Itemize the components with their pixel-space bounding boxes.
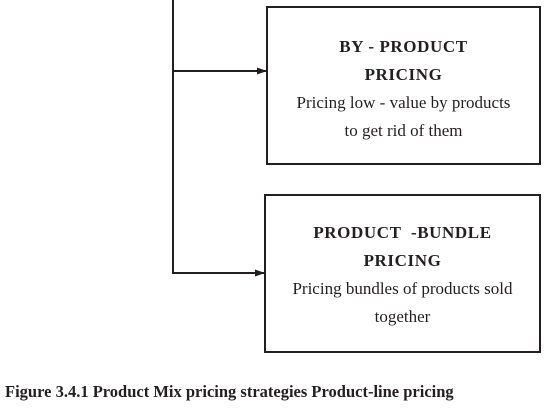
byproduct-desc-line1: Pricing low - value by products: [296, 93, 511, 112]
byproduct-title-line1: BY - PRODUCT: [339, 37, 468, 56]
bundle-desc-line2: together: [374, 307, 431, 326]
byproduct-desc-line2: to get rid of them: [344, 121, 463, 140]
bundle-title-line1: PRODUCT -BUNDLE: [313, 223, 492, 242]
figure-caption: Figure 3.4.1 Product Mix pricing strateg…: [5, 382, 454, 401]
bundle-desc-line1: Pricing bundles of products sold: [292, 279, 513, 298]
bundle-title-line2: PRICING: [363, 251, 442, 270]
product-bundle-pricing-box: PRODUCT -BUNDLE PRICING Pricing bundles …: [264, 194, 541, 353]
byproduct-pricing-box: BY - PRODUCT PRICING Pricing low - value…: [266, 6, 541, 165]
byproduct-title-line2: PRICING: [364, 65, 443, 84]
